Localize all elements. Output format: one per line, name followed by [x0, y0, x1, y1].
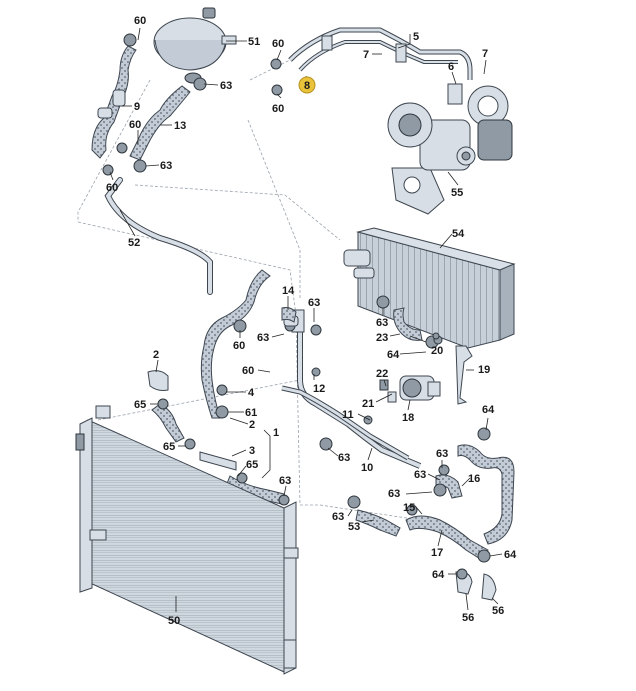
label-14: 14 [282, 285, 295, 297]
label-7-a: 7 [363, 49, 369, 61]
label-60-g: 60 [242, 365, 254, 377]
radiator [75, 405, 299, 675]
label-51: 51 [248, 36, 260, 48]
auxiliary-coolant-pump [379, 375, 441, 403]
label-19: 19 [478, 364, 490, 376]
coolant-pipe-52 [104, 177, 213, 295]
leader-lines [109, 27, 503, 612]
label-63-h: 63 [436, 448, 448, 460]
label-12: 12 [313, 383, 325, 395]
label-13: 13 [174, 120, 186, 132]
label-63-f: 63 [279, 475, 291, 487]
label-63-e: 63 [376, 317, 388, 329]
label-60-d: 60 [272, 38, 284, 50]
connector-parts [147, 370, 290, 506]
label-17: 17 [431, 547, 443, 559]
label-63-j: 63 [388, 488, 400, 500]
label-60-e: 60 [272, 103, 284, 115]
label-1: 1 [273, 427, 279, 439]
label-63-i: 63 [414, 469, 426, 481]
callout-labels: 60 51 63 9 60 13 63 60 52 60 60 5 7 7 6 … [106, 15, 517, 627]
label-65-b: 65 [163, 441, 175, 453]
label-64-c: 64 [504, 549, 517, 561]
label-6: 6 [448, 61, 454, 73]
label-63-k: 63 [332, 511, 344, 523]
label-53: 53 [348, 521, 360, 533]
label-64-a: 64 [387, 349, 400, 361]
label-60-c: 60 [106, 182, 118, 194]
coolant-pipe-10 [281, 309, 422, 469]
label-8: 8 [304, 80, 310, 92]
label-63-c: 63 [308, 297, 320, 309]
coolant-line-5 [270, 27, 473, 96]
label-60-b: 60 [129, 119, 141, 131]
label-20: 20 [431, 345, 443, 357]
label-65-a: 65 [134, 399, 146, 411]
label-65-c: 65 [246, 459, 258, 471]
label-56-b: 56 [492, 605, 504, 617]
label-16: 16 [468, 473, 480, 485]
label-64-d: 64 [432, 569, 445, 581]
turbocharger [387, 83, 513, 215]
label-18: 18 [402, 412, 414, 424]
label-64-b: 64 [482, 404, 495, 416]
label-63-a: 63 [220, 80, 232, 92]
label-15: 15 [403, 502, 415, 514]
charge-air-cooler [343, 227, 516, 349]
label-9: 9 [134, 101, 140, 113]
label-2-a: 2 [153, 349, 159, 361]
label-2-b: 2 [249, 419, 255, 431]
hose-23 [393, 307, 473, 405]
label-60-f: 60 [233, 340, 245, 352]
label-21: 21 [362, 398, 374, 410]
hose-53 [311, 332, 440, 537]
label-11: 11 [342, 409, 354, 421]
lower-right-hoses [405, 427, 515, 601]
label-22: 22 [376, 368, 388, 380]
label-23: 23 [376, 332, 388, 344]
expansion-tank [153, 7, 237, 84]
hose-9-and-13 [91, 45, 191, 161]
label-7-b: 7 [482, 48, 488, 60]
hose-clamps-top-left [102, 33, 207, 176]
label-5: 5 [413, 31, 419, 43]
label-52: 52 [128, 237, 140, 249]
label-63-d: 63 [257, 332, 269, 344]
label-61: 61 [245, 407, 257, 419]
label-55: 55 [451, 187, 463, 199]
label-50: 50 [168, 615, 180, 627]
label-54: 54 [452, 228, 465, 240]
highlight-badge-8 [298, 76, 316, 94]
label-63-g: 63 [338, 452, 350, 464]
label-3: 3 [249, 445, 255, 457]
label-60-a: 60 [134, 15, 146, 27]
label-56-a: 56 [462, 612, 474, 624]
label-4: 4 [248, 387, 255, 399]
hose-14 [281, 307, 297, 323]
label-10: 10 [361, 462, 373, 474]
label-63-b: 63 [160, 160, 172, 172]
